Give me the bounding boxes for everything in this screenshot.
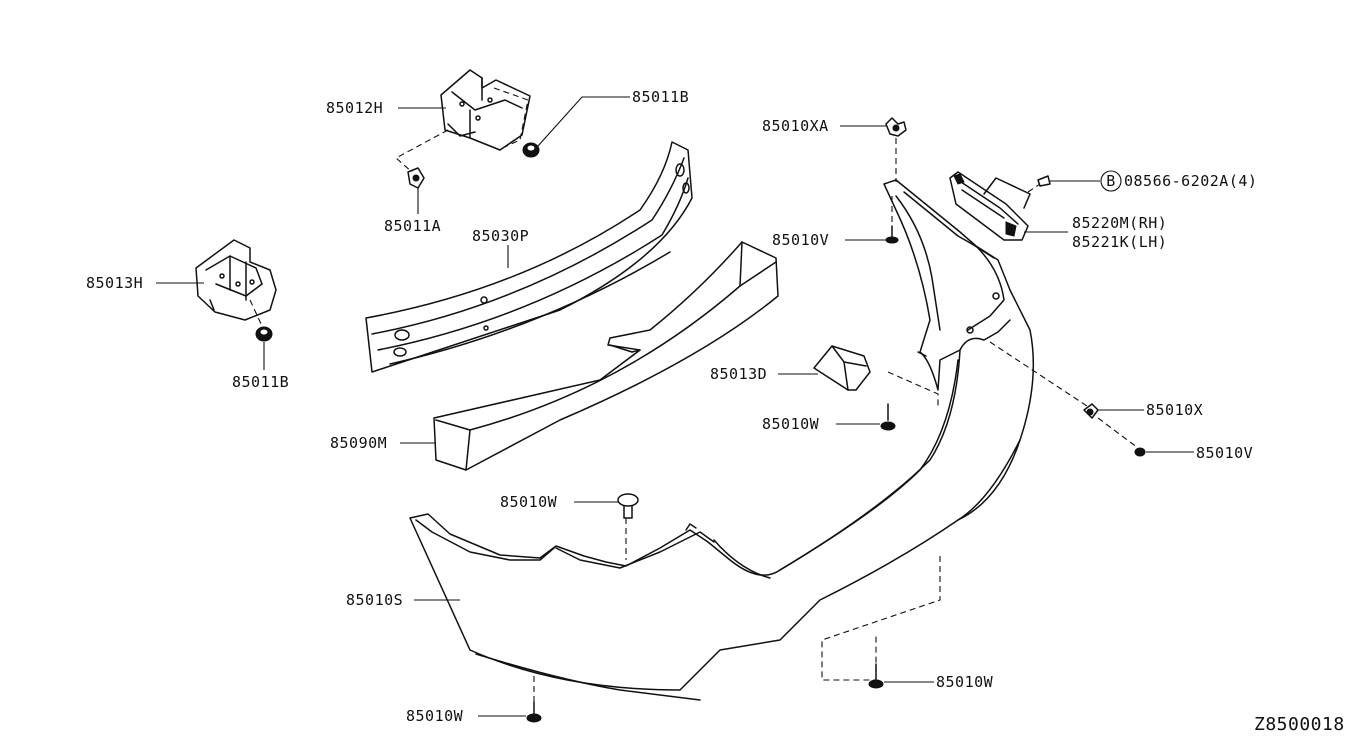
diagram-code: Z8500018 (1254, 714, 1345, 735)
label-85030p[interactable]: 85030P (472, 227, 529, 245)
label-85011a[interactable]: 85011A (384, 217, 441, 235)
label-85010x[interactable]: 85010X (1146, 401, 1203, 419)
label-85010v-right[interactable]: 85010V (1196, 444, 1253, 462)
label-85221k-lh[interactable]: 85221K(LH) (1072, 233, 1167, 251)
side-retainer-85220m[interactable] (949, 171, 1031, 241)
label-85011b-top[interactable]: 85011B (632, 88, 689, 106)
bumper-fascia-85010s[interactable] (409, 179, 1035, 701)
screw-85010w-bottom-right[interactable] (868, 663, 884, 689)
leader-85011b-top (537, 96, 630, 147)
label-85013d[interactable]: 85013D (710, 365, 767, 383)
clip-85010v-right[interactable] (1134, 447, 1146, 457)
label-85090m[interactable]: 85090M (330, 434, 387, 452)
side-bracket-85013d[interactable] (813, 345, 871, 391)
dash-85012h-to-85011a (395, 129, 449, 173)
dash-85010v-right (1097, 417, 1139, 449)
screw-85010w-bottom-left[interactable] (526, 701, 542, 723)
label-85220m-rh[interactable]: 85220M(RH) (1072, 214, 1167, 232)
callout-b-marker: B (1100, 170, 1122, 192)
label-85010w-mid[interactable]: 85010W (762, 415, 820, 433)
nut-85011b-top[interactable] (522, 142, 540, 158)
label-85010w-bottom-left[interactable]: 85010W (406, 707, 464, 725)
dash-retainer-screw (1027, 183, 1041, 193)
label-85013h[interactable]: 85013H (86, 274, 143, 292)
bumper-reinforcement-85030p[interactable] (365, 141, 693, 373)
label-85010xa[interactable]: 85010XA (762, 117, 829, 135)
clip-85010xa[interactable] (885, 117, 907, 137)
label-85011b-bottom[interactable]: 85011B (232, 373, 289, 391)
screw-85010w-mid[interactable] (880, 403, 896, 431)
label-85010v-top[interactable]: 85010V (772, 231, 829, 249)
label-85010s[interactable]: 85010S (346, 591, 403, 609)
clip-85010x[interactable] (1083, 403, 1099, 419)
label-08566-6202a[interactable]: 08566-6202A(4) (1124, 172, 1257, 190)
clip-85010v-top[interactable] (885, 225, 899, 244)
bracket-85012h[interactable] (440, 69, 531, 151)
label-85010w-bottom-right[interactable]: 85010W (936, 673, 994, 691)
energy-absorber-85090m[interactable] (433, 241, 779, 471)
callout-b-letter: B (1106, 172, 1116, 190)
clip-85010w-center[interactable] (617, 493, 639, 519)
bracket-85013h[interactable] (195, 239, 277, 327)
nut-85011b-bottom[interactable] (255, 326, 273, 342)
dash-85010x (989, 341, 1091, 409)
dash-85013d-mount (887, 371, 939, 406)
clip-85011a[interactable] (407, 167, 425, 189)
label-85010w-center[interactable]: 85010W (500, 493, 558, 511)
label-85012h[interactable]: 85012H (326, 99, 383, 117)
dash-85010w-bottom-right (821, 556, 941, 681)
